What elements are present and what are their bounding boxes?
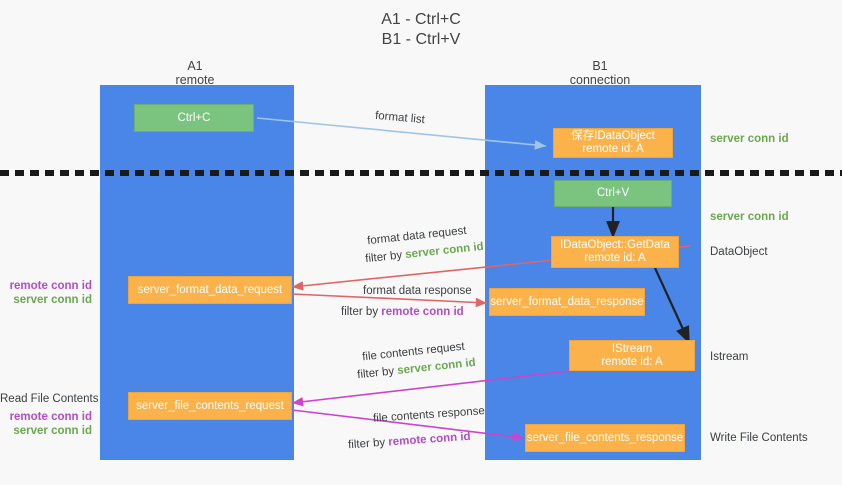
box-server-format-data-response[interactable]: server_format_data_response <box>489 288 645 316</box>
filter-by-prefix-1: filter by <box>364 249 406 266</box>
label-dataobject: DataObject <box>710 246 768 258</box>
title-line-2: B1 - Ctrl+V <box>381 31 461 48</box>
label-filter-by-remote-conn-id-4: filter by remote conn id <box>348 430 471 453</box>
column-b1-name: B1 <box>592 59 608 73</box>
filter-by-value-1: server conn id <box>404 240 485 261</box>
label-filter-by-remote-conn-id-2: filter by remote conn id <box>341 305 464 319</box>
box-server-file-contents-response[interactable]: server_file_contents_response <box>525 424 685 452</box>
label-istream: Istream <box>710 351 749 363</box>
box-save-idataobject-line2: remote id: A <box>582 143 644 155</box>
label-file-contents-response: file contents response <box>372 405 486 425</box>
label-server-conn-id-2: server conn id <box>13 425 92 437</box>
filter-by-value-3: server conn id <box>396 356 477 377</box>
box-server-file-contents-request[interactable]: server_file_contents_request <box>128 392 292 420</box>
label-write-file-contents: Write File Contents <box>710 432 808 444</box>
box-istream-line1: IStream <box>611 342 653 355</box>
label-read-file-contents: Read File Contents <box>0 393 99 405</box>
column-a1-name: A1 <box>187 59 203 73</box>
box-istream[interactable]: IStream remote id: A <box>569 340 695 371</box>
filter-by-prefix-2: filter by <box>341 306 382 318</box>
filter-by-prefix-4: filter by <box>347 436 389 452</box>
box-getdata-line1: IDataObject::GetData <box>560 239 670 251</box>
title-line-1: A1 - Ctrl+C <box>381 11 461 28</box>
label-format-list: format list <box>374 109 426 127</box>
box-ctrl-v[interactable]: Ctrl+V <box>554 180 672 207</box>
label-server-conn-id-mid: server conn id <box>710 211 789 223</box>
box-getdata-line2: remote id: A <box>584 252 646 264</box>
box-server-format-data-request[interactable]: server_format_data_request <box>128 276 292 304</box>
box-idataobject-getdata[interactable]: IDataObject::GetData remote id: A <box>551 236 679 268</box>
label-format-data-response: format data response <box>363 285 472 297</box>
column-header-a1: A1 remote <box>140 59 250 87</box>
box-ctrl-c[interactable]: Ctrl+C <box>134 104 254 132</box>
label-server-conn-id-1: server conn id <box>13 294 92 306</box>
column-b1-subtitle: connection <box>569 73 631 87</box>
column-a1-subtitle: remote <box>175 73 215 87</box>
label-server-conn-id-top: server conn id <box>710 133 789 145</box>
phase-separator-dashed-line <box>0 170 842 176</box>
label-remote-conn-id-1: remote conn id <box>9 280 92 292</box>
label-remote-conn-id-2: remote conn id <box>9 411 92 423</box>
filter-by-prefix-3: filter by <box>356 365 398 382</box>
column-header-b1: B1 connection <box>545 59 655 87</box>
box-istream-line2: remote id: A <box>601 355 663 368</box>
filter-by-value-2: remote conn id <box>381 306 464 318</box>
filter-by-value-4: remote conn id <box>387 430 471 449</box>
box-save-idataobject[interactable]: 保存IDataObject remote id: A <box>553 128 673 158</box>
box-save-idataobject-line1: 保存IDataObject <box>571 130 655 142</box>
